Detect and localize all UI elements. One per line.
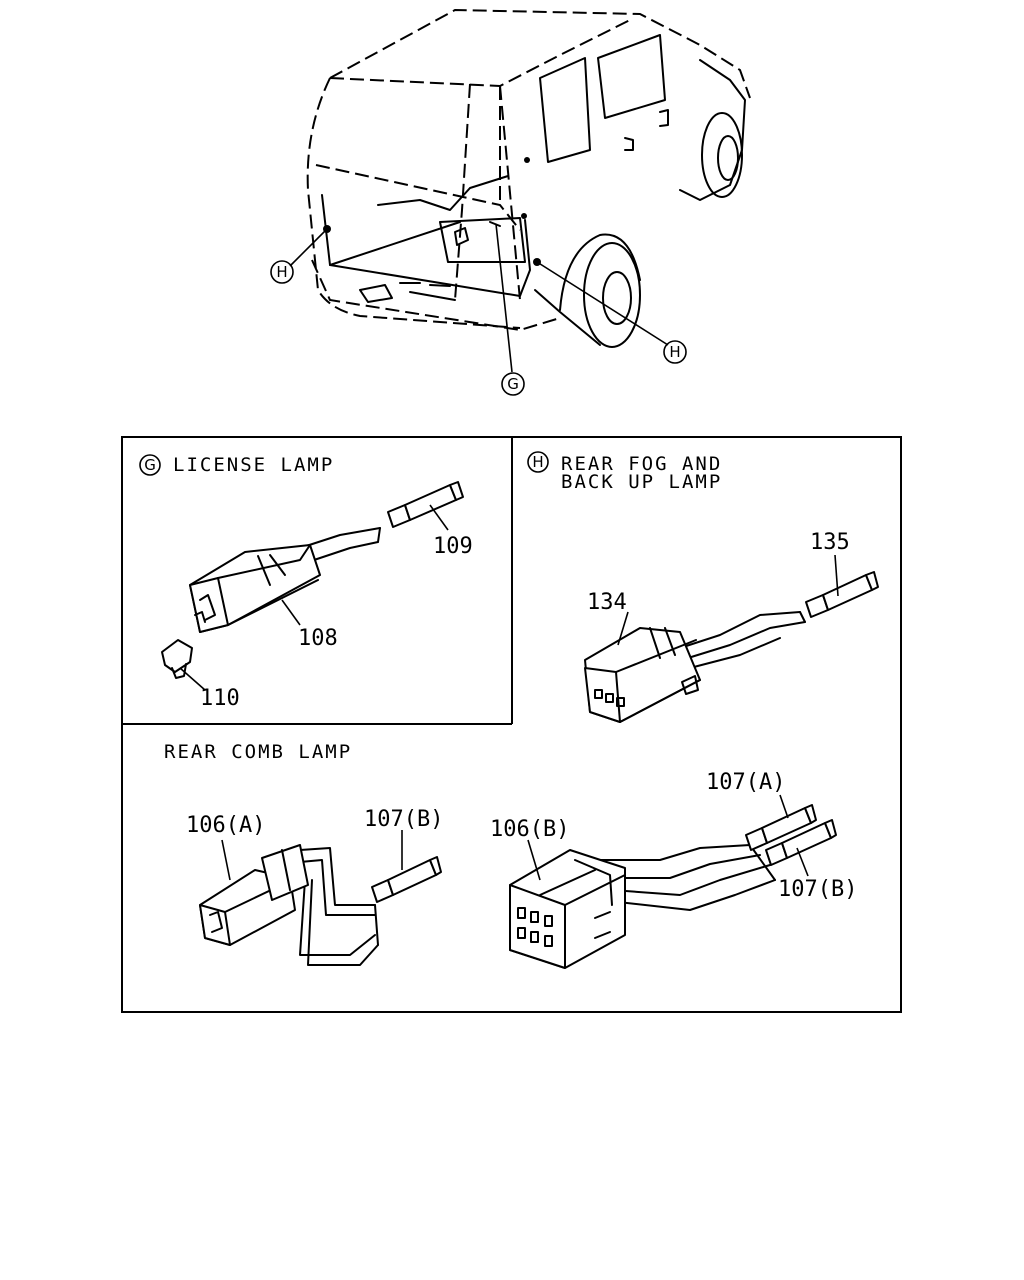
callout-h-left: H bbox=[270, 260, 294, 284]
connector-106b bbox=[509, 839, 776, 969]
callout-g: G bbox=[501, 372, 525, 396]
rear-fog-title-line1: REAR FOG AND bbox=[561, 453, 722, 475]
part-label-107b-left: 107(B) bbox=[364, 807, 443, 832]
part-label-106b: 106(B) bbox=[490, 817, 569, 842]
terminal-135 bbox=[805, 554, 879, 618]
terminal-107a bbox=[745, 794, 817, 851]
part-label-109: 109 bbox=[433, 534, 473, 559]
callout-g-panel: G bbox=[139, 454, 161, 476]
terminal-107b-left bbox=[371, 830, 442, 903]
part-label-107b-right: 107(B) bbox=[778, 877, 857, 902]
callout-h-panel: H bbox=[527, 451, 549, 473]
part-label-107a: 107(A) bbox=[706, 770, 785, 795]
part-label-106a: 106(A) bbox=[186, 813, 265, 838]
svg-text:H: H bbox=[276, 263, 287, 281]
svg-text:H: H bbox=[532, 453, 543, 471]
svg-text:G: G bbox=[507, 375, 519, 393]
rear-fog-title-line2: BACK UP LAMP bbox=[561, 471, 722, 493]
connector-108 bbox=[189, 527, 381, 633]
connector-106a bbox=[199, 839, 379, 966]
rear-comb-lamp-title: REAR COMB LAMP bbox=[164, 741, 352, 763]
connector-134 bbox=[584, 611, 806, 723]
vehicle-rear-illustration bbox=[289, 8, 751, 373]
part-label-108: 108 bbox=[298, 626, 338, 651]
license-lamp-title: LICENSE LAMP bbox=[173, 454, 334, 476]
callout-h-right: H bbox=[663, 340, 687, 364]
part-label-135: 135 bbox=[810, 530, 850, 555]
part-label-110: 110 bbox=[200, 686, 240, 711]
terminal-107b-right bbox=[765, 819, 837, 877]
svg-text:G: G bbox=[144, 456, 156, 474]
terminal-109 bbox=[387, 481, 464, 531]
part-label-134: 134 bbox=[587, 590, 627, 615]
svg-text:H: H bbox=[669, 343, 680, 361]
clip-110 bbox=[161, 639, 206, 691]
